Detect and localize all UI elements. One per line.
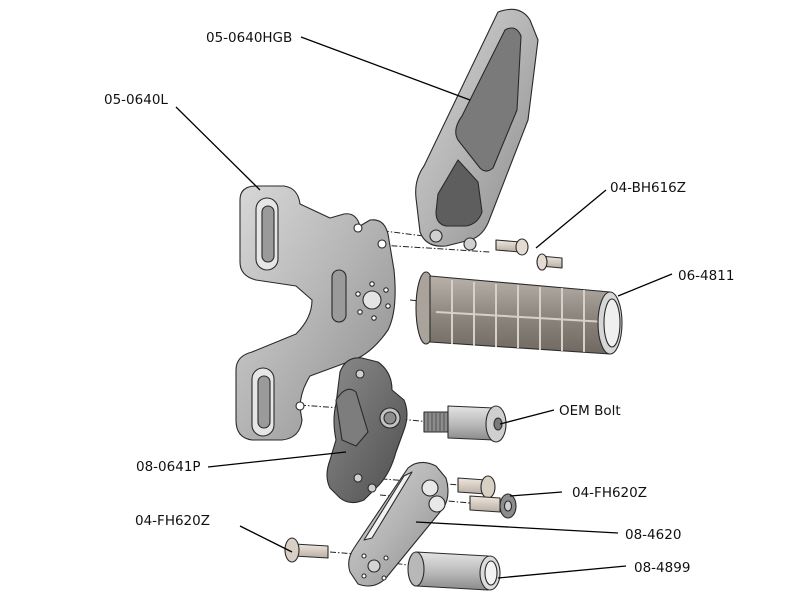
part-labels: 05-0640HGB 05-0640L 04-BH616Z 06-4811 OE…: [104, 30, 734, 576]
leader-OEM-Bolt: [499, 409, 555, 425]
leader-05-0640L: [175, 106, 261, 191]
label-pivot-plate: 08-0641P: [136, 459, 201, 475]
label-main-bracket: 05-0640L: [104, 92, 168, 108]
flat-head-bolt-left-part[interactable]: [284, 537, 329, 563]
flat-head-bolts-right-part[interactable]: [457, 475, 517, 519]
leader-05-0640HGB: [300, 36, 471, 101]
footpeg-grip-part[interactable]: [415, 271, 623, 355]
pivot-plate-part[interactable]: [326, 357, 408, 504]
spacer-tube-part[interactable]: [407, 551, 501, 591]
label-oem-bolt: OEM Bolt: [559, 403, 621, 419]
leader-08-4899: [497, 565, 627, 579]
button-head-bolts-part[interactable]: [495, 238, 563, 271]
leader-04-BH616Z: [535, 189, 607, 249]
leader-04-FH620Z-right: [509, 491, 563, 497]
leader-04-FH620Z-left: [239, 525, 293, 553]
label-flat-head-bolts-right: 04-FH620Z: [572, 485, 647, 501]
grip-ribs: [435, 280, 607, 352]
leader-08-0641P: [207, 451, 347, 468]
lever-arm-part[interactable]: [348, 461, 449, 587]
label-lever-arm: 08-4620: [625, 527, 681, 543]
label-button-head-bolts: 04-BH616Z: [610, 180, 686, 196]
leader-lines: [175, 36, 673, 579]
label-heel-guard: 05-0640HGB: [206, 30, 292, 46]
leader-08-4620: [415, 521, 619, 534]
label-flat-head-bolt-left: 04-FH620Z: [135, 513, 210, 529]
label-spacer-tube: 08-4899: [634, 560, 690, 576]
heel-guard-part[interactable]: [415, 8, 539, 251]
main-bracket-part[interactable]: [235, 185, 396, 441]
leader-06-4811: [617, 273, 673, 297]
oem-bolt-part[interactable]: [423, 405, 507, 443]
label-footpeg-grip: 06-4811: [678, 268, 734, 284]
